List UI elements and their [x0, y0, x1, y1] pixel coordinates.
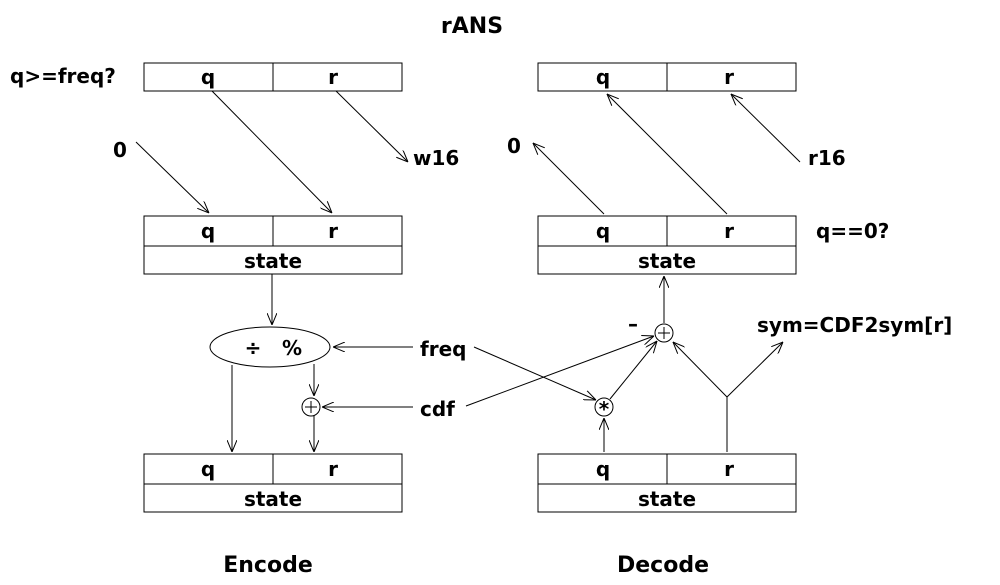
encode-add-operator [301, 397, 321, 417]
cdf-to-plus-arrow-decode [465, 336, 654, 407]
r-to-sym-arrow [726, 342, 783, 398]
encode-middle-q-cell: q [201, 219, 215, 243]
freq-label: freq [420, 337, 466, 361]
diagram-title: rANS [441, 14, 503, 39]
r-to-plus-arrow [673, 342, 728, 398]
cdf-label: cdf [420, 397, 455, 421]
encode-bottom-state-cell: state [244, 487, 302, 511]
encode-middle-register: q r state [143, 215, 403, 275]
decode-bottom-state-cell: state [638, 487, 696, 511]
encode-condition-label: q>=freq? [10, 64, 116, 88]
decode-arrows [465, 94, 801, 452]
decode-top-q-cell: q [596, 65, 610, 89]
multiply-symbol: * [599, 397, 610, 421]
decode-middle-register: q r state [537, 215, 797, 275]
r-to-w16-arrow [335, 90, 408, 162]
sym-lookup-label: sym=CDF2sym[r] [757, 313, 952, 337]
encode-bottom-register: q r state [143, 453, 403, 513]
divmod-operator: ÷ % [209, 326, 331, 368]
multiply-to-plus-arrow [609, 341, 657, 400]
encode-middle-state-cell: state [244, 249, 302, 273]
encode-bottom-q-cell: q [201, 457, 215, 481]
decode-caption: Decode [617, 553, 709, 578]
r16-to-r-arrow [731, 94, 801, 163]
w16-label: w16 [413, 146, 459, 170]
modulo-symbol: % [282, 336, 302, 360]
encode-zero-input: 0 [113, 138, 127, 162]
minus-sign: – [628, 312, 638, 336]
decode-bottom-q-cell: q [596, 457, 610, 481]
divide-symbol: ÷ [245, 336, 262, 360]
q-to-r-arrow [211, 90, 332, 213]
freq-to-multiply-arrow [473, 346, 596, 400]
r-to-q-arrow [607, 94, 728, 215]
decode-middle-r-cell: r [724, 219, 734, 243]
decode-top-register: q r [537, 62, 797, 92]
encode-caption: Encode [223, 553, 313, 578]
r16-label: r16 [808, 146, 846, 170]
encode-top-r-cell: r [328, 65, 338, 89]
zero-to-q-arrow [135, 141, 209, 213]
encode-top-register: q r [143, 62, 403, 92]
decode-add-operator [654, 323, 674, 343]
decode-multiply-operator: * [594, 397, 614, 421]
decode-zero-output: 0 [507, 134, 521, 158]
decode-middle-q-cell: q [596, 219, 610, 243]
decode-middle-state-cell: state [638, 249, 696, 273]
decode-top-r-cell: r [724, 65, 734, 89]
decode-condition-label: q==0? [816, 219, 889, 243]
decode-bottom-r-cell: r [724, 457, 734, 481]
encode-middle-r-cell: r [328, 219, 338, 243]
encode-top-q-cell: q [201, 65, 215, 89]
decode-bottom-register: q r state [537, 453, 797, 513]
encode-arrows [135, 90, 413, 452]
q-to-zero-arrow [533, 143, 605, 215]
encode-bottom-r-cell: r [328, 457, 338, 481]
